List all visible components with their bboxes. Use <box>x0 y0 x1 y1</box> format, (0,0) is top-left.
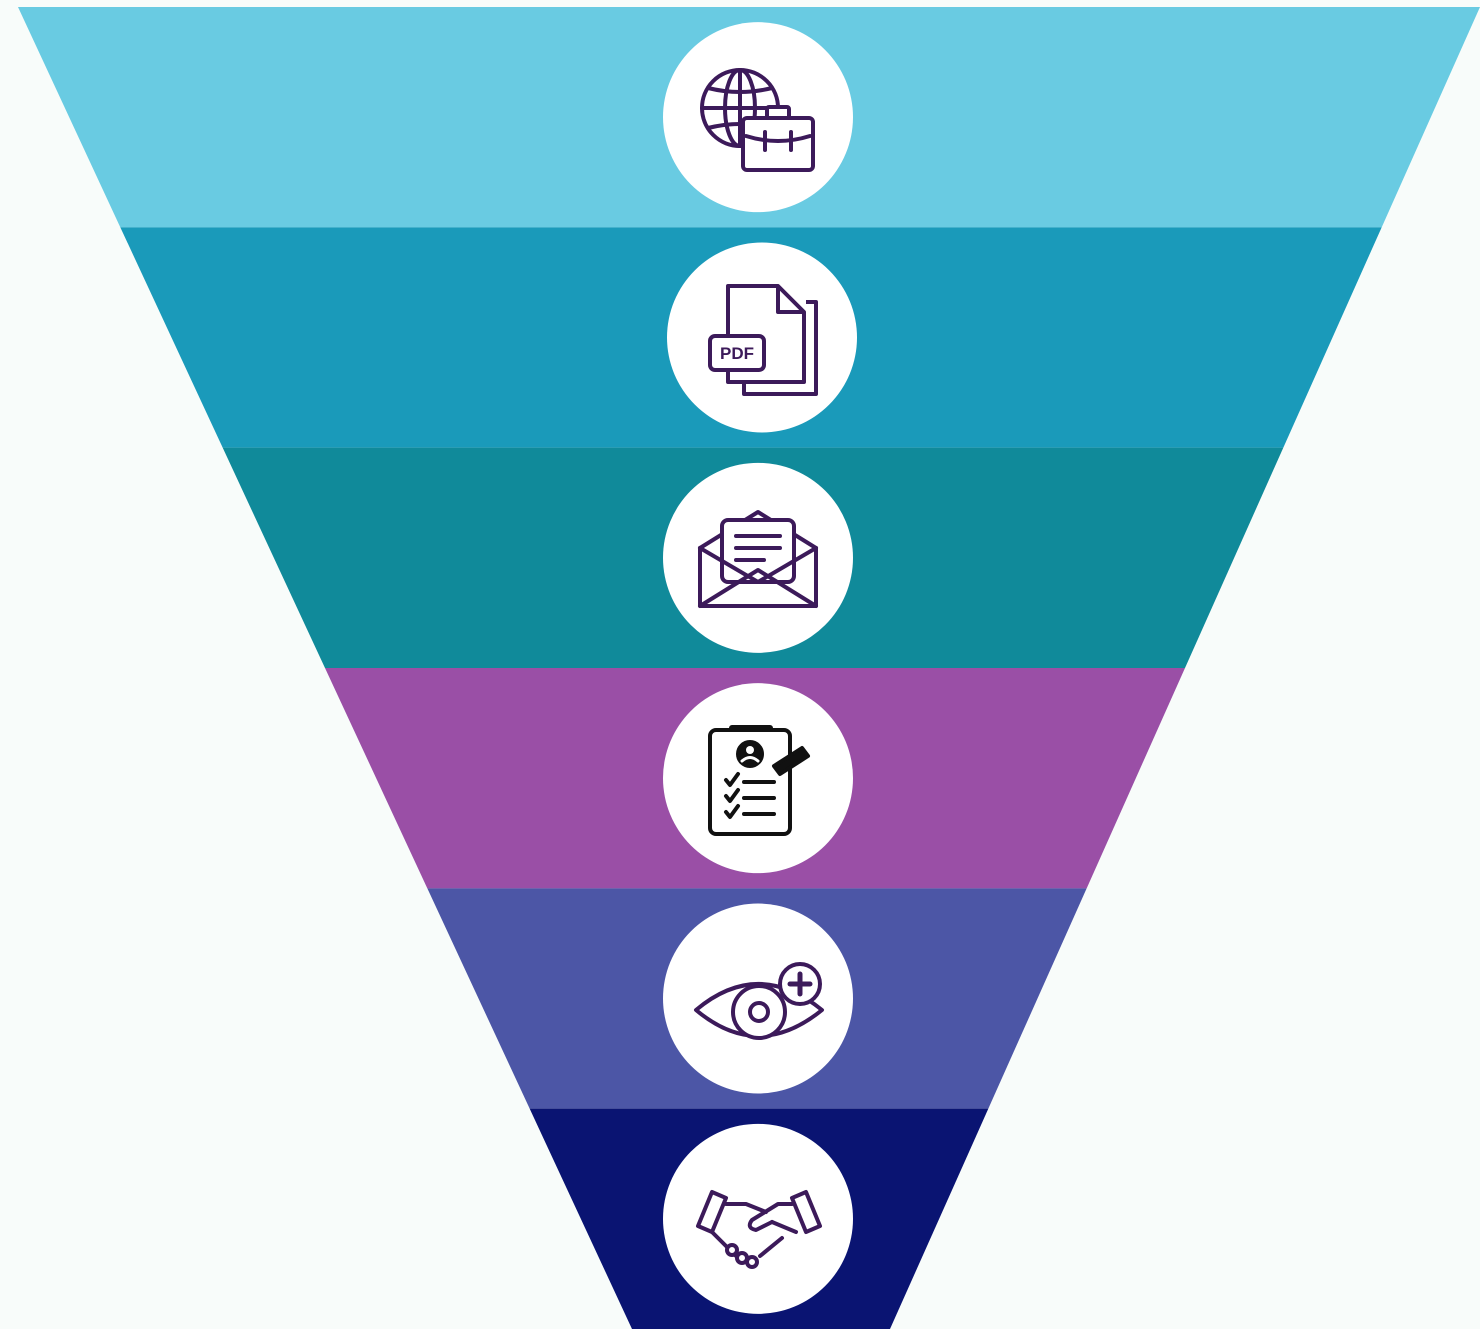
pdf-document-icon: PDF <box>708 284 818 396</box>
open-envelope-icon <box>698 510 818 608</box>
globe-briefcase-icon <box>700 68 815 172</box>
eye-plus-icon <box>694 962 824 1040</box>
handshake-icon <box>696 1190 822 1269</box>
stage-icon-circle-6 <box>663 1123 853 1314</box>
svg-text:PDF: PDF <box>720 344 754 363</box>
stage-icon-circle-4 <box>663 683 853 874</box>
clipboard-checklist-icon <box>708 725 810 836</box>
